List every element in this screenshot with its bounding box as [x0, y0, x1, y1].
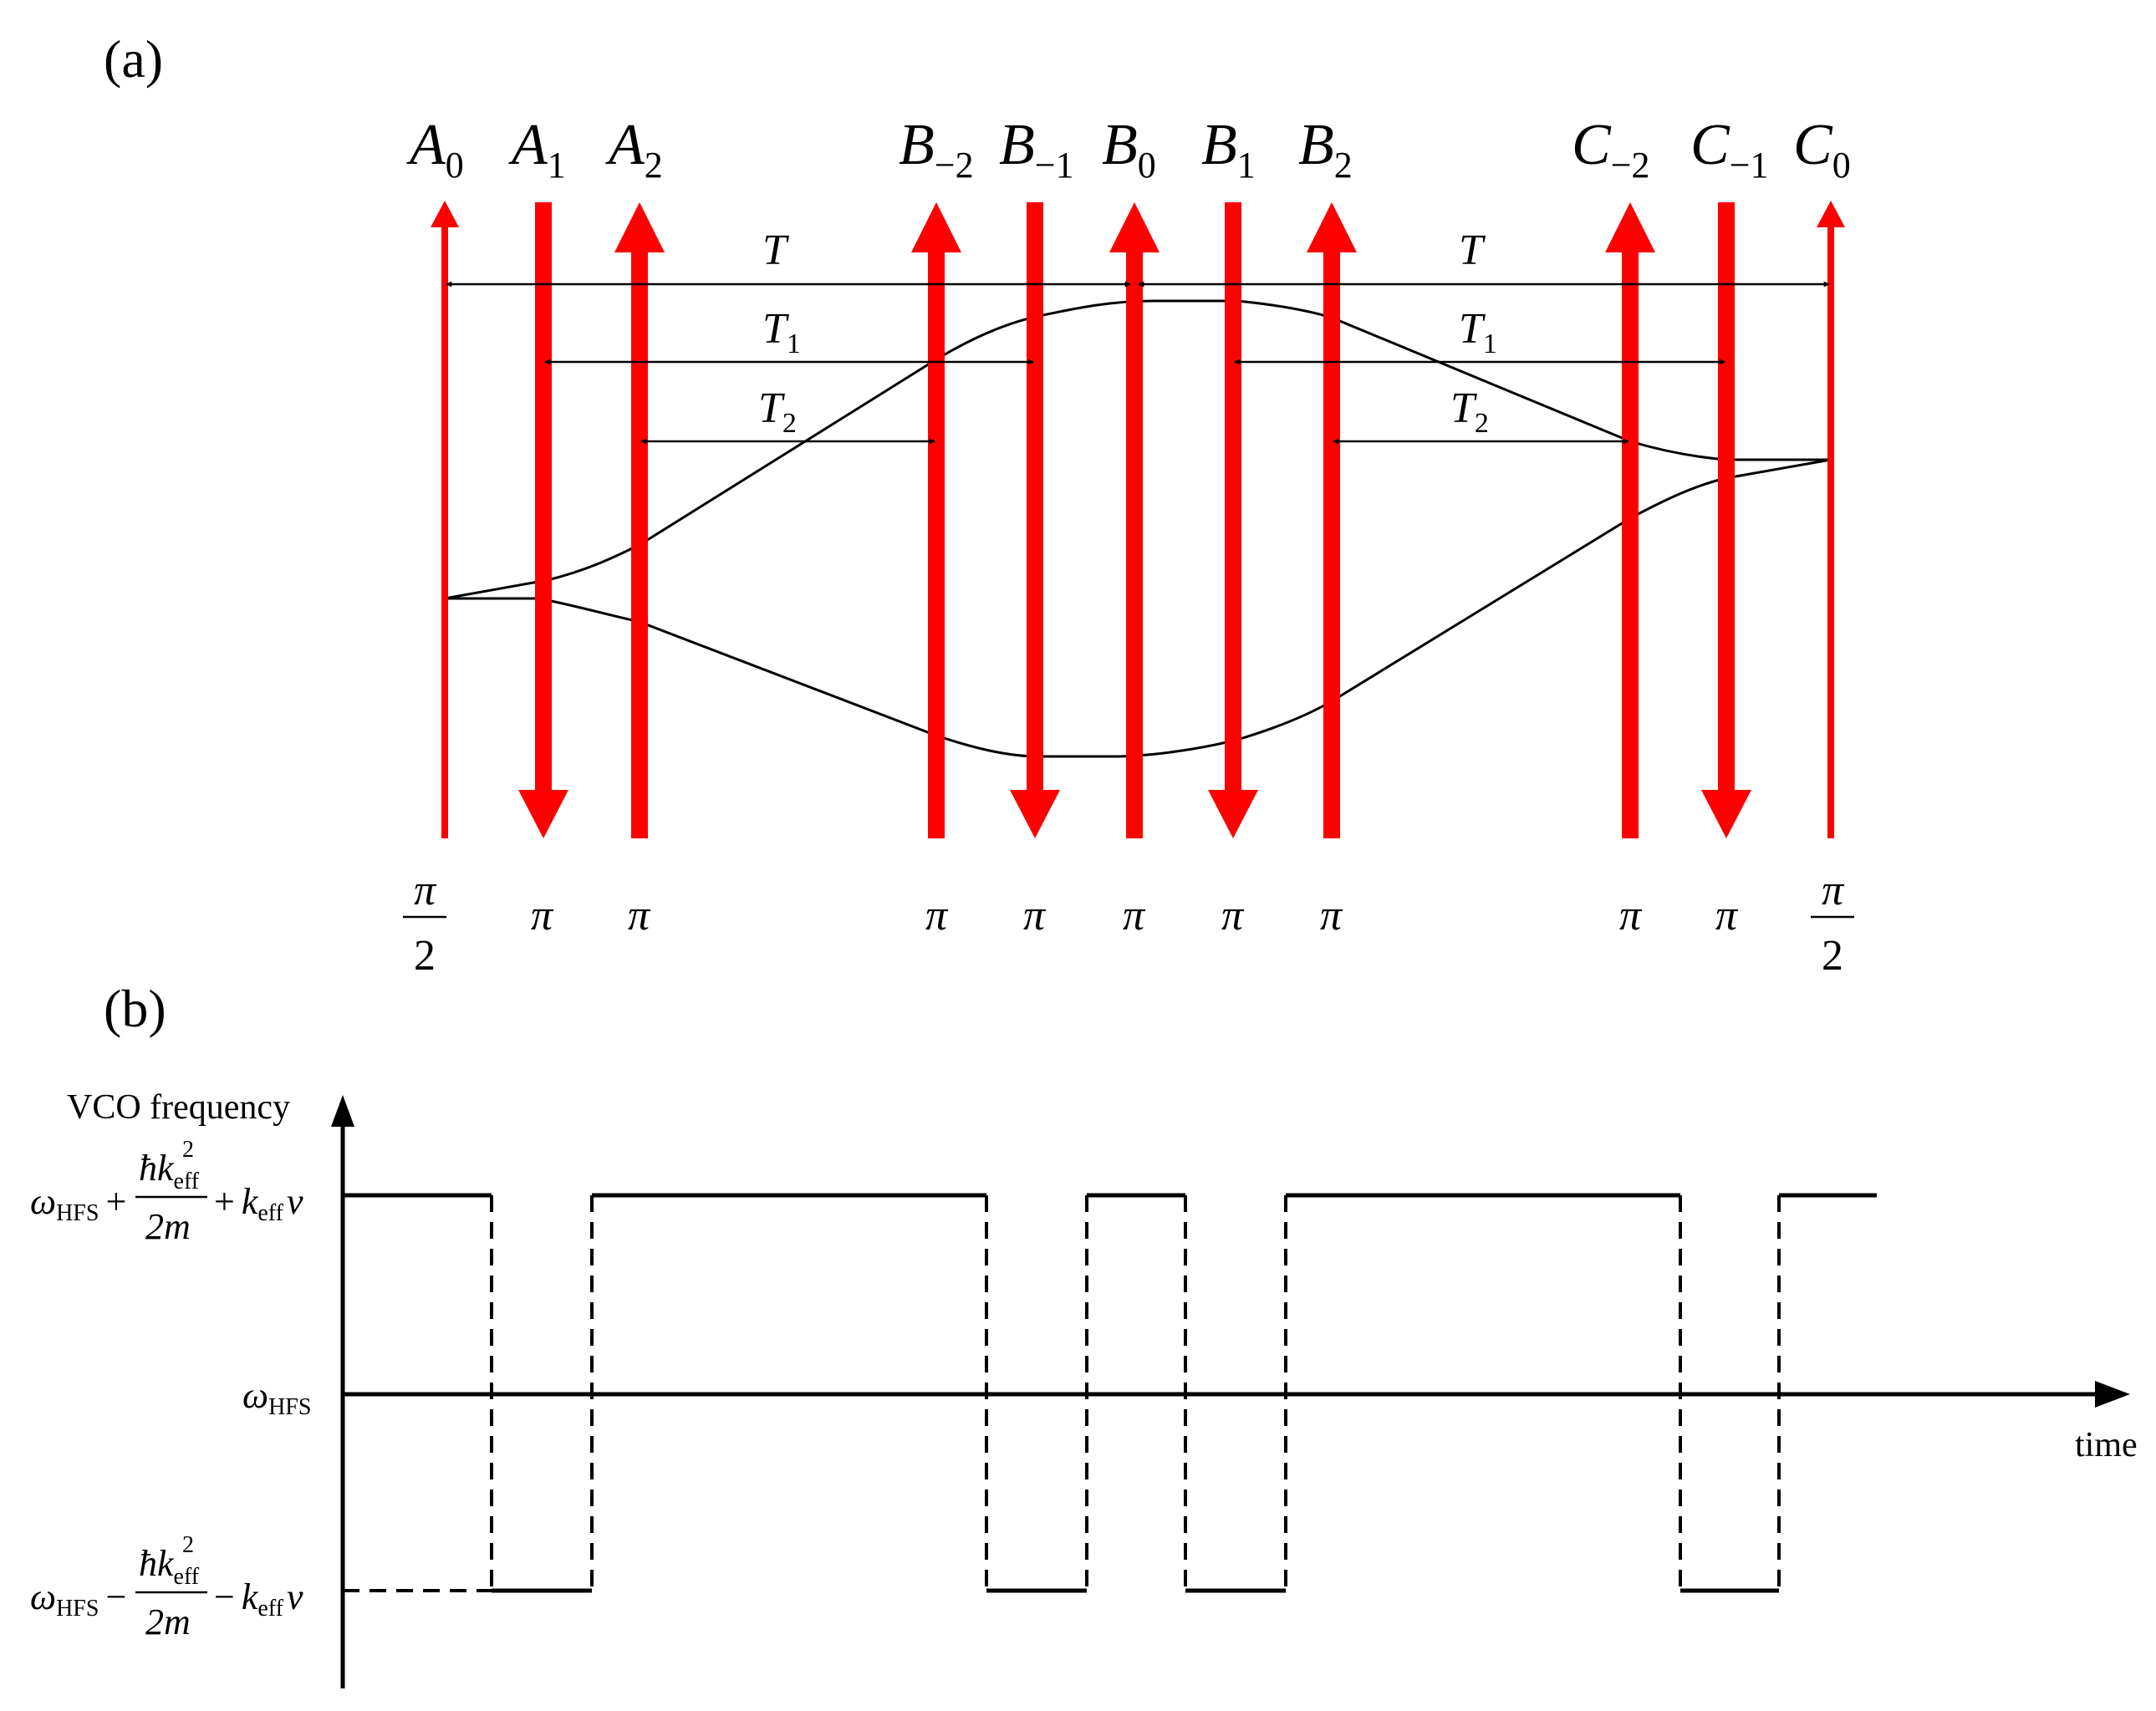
pulse-C-1-arrowhead	[1701, 790, 1751, 838]
pulse-area-labels: π 2 π π π π π π π π π π 2	[403, 867, 1854, 980]
pulse-A0-beam	[441, 226, 448, 838]
pulse-C-2-beam	[1622, 247, 1639, 838]
interval-label-T-right: T	[1459, 227, 1486, 274]
pulse-C-2-arrowhead	[1605, 202, 1655, 252]
svg-text:2: 2	[1822, 932, 1843, 980]
pulse-A2-arrowhead	[614, 202, 665, 252]
pulse-B-2-beam	[928, 247, 945, 838]
pulse-A2-beam	[631, 247, 648, 838]
pulse-B1	[1208, 202, 1258, 838]
pulse-A0-arrowhead	[431, 201, 459, 227]
pulse-B2-arrowhead	[1307, 202, 1357, 252]
area-label-B0: π	[1123, 892, 1146, 940]
interval-label-T2-right: T2	[1450, 384, 1489, 439]
area-label-C-2: π	[1619, 892, 1643, 940]
pulse-B-1-arrowhead	[1010, 790, 1060, 838]
svg-text:ħkeff: ħkeff	[139, 1543, 200, 1590]
pulse-C0-beam	[1827, 226, 1834, 838]
pulse-C0	[1817, 201, 1845, 838]
svg-text:π: π	[414, 867, 437, 914]
pulse-B-1-beam	[1027, 202, 1043, 796]
pulse-B-1	[1010, 202, 1060, 838]
pulse-B2-beam	[1323, 247, 1340, 838]
svg-text:ωHFS: ωHFS	[242, 1375, 311, 1420]
y-axis-arrowhead	[331, 1095, 354, 1127]
svg-text:−keffv: −keffv	[214, 1576, 303, 1622]
svg-text:2m: 2m	[145, 1206, 191, 1247]
svg-text:ωHFS−: ωHFS−	[30, 1576, 126, 1622]
pulse-B0-arrowhead	[1109, 202, 1160, 252]
pulse-C-2	[1605, 202, 1655, 838]
area-label-B1: π	[1221, 892, 1245, 940]
svg-text:ħkeff: ħkeff	[139, 1148, 200, 1194]
pulse-B-2-arrowhead	[911, 202, 961, 252]
pulse-label-B0: B0	[1102, 113, 1156, 186]
pulse-C-1-beam	[1718, 202, 1735, 796]
freq-label-low: ωHFS− ħkeff 2 2m −keffv	[30, 1532, 303, 1642]
area-label-A1: π	[531, 892, 554, 940]
vco-transitions	[343, 1195, 1781, 1592]
pulse-labels: A0 A1 A2 B−2 B−1 B0 B1 B2 C−2 C−1 C0	[406, 113, 1851, 186]
interval-label-T1-left: T1	[762, 305, 801, 359]
pulse-A2	[614, 202, 665, 838]
svg-text:ωHFS+: ωHFS+	[30, 1181, 126, 1226]
area-label-A0: π 2	[403, 867, 446, 980]
pulse-label-A1: A1	[508, 113, 566, 186]
pulse-A1-beam	[535, 202, 552, 796]
y-axis-label: VCO frequency	[67, 1088, 290, 1127]
laser-pulses	[431, 201, 1845, 838]
x-axis-arrowhead	[2095, 1381, 2130, 1408]
pulse-B0	[1109, 202, 1160, 838]
area-label-B2: π	[1320, 892, 1343, 940]
x-axis-label: time	[2075, 1426, 2138, 1464]
pulse-A1	[518, 202, 568, 838]
freq-label-mid: ωHFS	[242, 1375, 311, 1420]
pulse-C-1	[1701, 202, 1751, 838]
area-label-C-1: π	[1715, 892, 1739, 940]
area-label-C0: π 2	[1811, 867, 1854, 980]
area-label-B-2: π	[925, 892, 949, 940]
pulse-B2	[1307, 202, 1357, 838]
svg-text:+keffv: +keffv	[214, 1181, 303, 1226]
pulse-label-B-2: B−2	[899, 113, 974, 186]
interval-arrows	[446, 281, 1830, 445]
pulse-label-B-1: B−1	[999, 113, 1074, 186]
pulse-label-A0: A0	[406, 113, 464, 186]
pulse-label-C0: C0	[1793, 113, 1851, 186]
freq-label-high: ωHFS+ ħkeff 2 2m +keffv	[30, 1137, 303, 1247]
pulse-label-C-2: C−2	[1572, 113, 1650, 186]
pulse-B-2	[911, 202, 961, 838]
pulse-label-A2: A2	[605, 113, 663, 186]
svg-text:2m: 2m	[145, 1602, 191, 1642]
svg-text:2: 2	[182, 1137, 194, 1163]
pulse-A0	[431, 201, 459, 838]
pulse-C0-arrowhead	[1817, 201, 1845, 227]
area-label-B-1: π	[1023, 892, 1047, 940]
pulse-B1-beam	[1225, 202, 1241, 796]
area-label-A2: π	[628, 892, 651, 940]
pulse-label-B1: B1	[1201, 113, 1256, 186]
lower-arm-path	[445, 458, 1832, 758]
pulse-A1-arrowhead	[518, 790, 568, 838]
vco-trace	[343, 1193, 1877, 1593]
panel-a-label: (a)	[104, 29, 163, 89]
svg-text:π: π	[1822, 867, 1845, 914]
vco-axes	[331, 1095, 2130, 1688]
panel-b-label: (b)	[104, 979, 166, 1038]
svg-text:2: 2	[182, 1532, 194, 1558]
interval-label-T-left: T	[762, 227, 789, 274]
pulse-label-C-1: C−1	[1690, 113, 1769, 186]
pulse-B1-arrowhead	[1208, 790, 1258, 838]
interval-labels: T T T1 T1 T2 T2	[758, 227, 1497, 439]
pulse-label-B2: B2	[1298, 113, 1353, 186]
svg-text:2: 2	[414, 932, 436, 980]
interval-label-T1-right: T1	[1459, 305, 1497, 359]
interval-label-T2-left: T2	[758, 384, 797, 439]
pulse-B0-beam	[1126, 247, 1143, 838]
